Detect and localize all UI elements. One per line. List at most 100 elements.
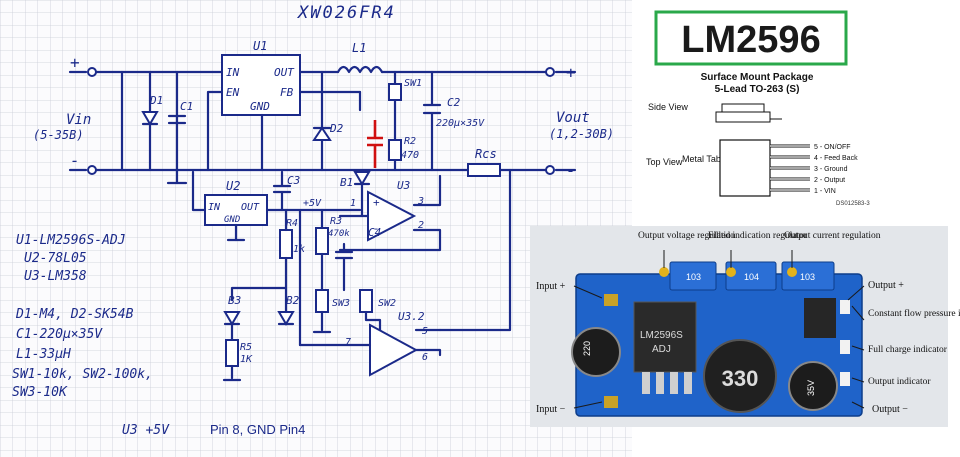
vout-range-label: (1,2-30B) — [549, 127, 614, 141]
pin-4-label: 4 - Feed Back — [814, 155, 858, 162]
metal-tab-label: Metal Tab GND — [682, 154, 744, 164]
vin-minus-sign: - — [70, 151, 80, 170]
package-title: Surface Mount Package — [701, 72, 814, 83]
part-number: LM2596 — [681, 19, 820, 61]
c4-label: C4 — [368, 226, 381, 239]
vin-plus-terminal — [87, 67, 97, 77]
c2-label: C2 — [447, 96, 461, 109]
r5-resistor-symbol — [225, 339, 239, 367]
vout-minus-terminal — [545, 165, 555, 175]
d1-label: D1 — [149, 94, 163, 107]
pin-5-label: 5 - ON/OFF — [814, 144, 851, 151]
r4-value: 1k — [293, 244, 305, 255]
note-c1: C1-220µ×35V — [16, 327, 103, 342]
u3-pin3: 3 — [417, 196, 424, 207]
footer-handwritten: U3 +5V — [122, 423, 170, 438]
note-l1: L1-33µH — [16, 347, 71, 362]
sw1-trimmer-symbol — [388, 83, 402, 101]
vin-range-label: (5-35B) — [33, 128, 84, 142]
c2-value: 220µ×35V — [436, 118, 485, 129]
l1-inductor-symbol — [336, 65, 384, 74]
inductor-text: 330 — [722, 366, 759, 391]
annot-output-voltage: Output voltage regulation — [638, 231, 736, 241]
u3-plus-pin: + — [373, 196, 380, 209]
pot-voltage-text: 103 — [686, 272, 701, 282]
top-view-label: Top View — [646, 157, 683, 167]
b1-label: B1 — [340, 176, 353, 189]
vout-plus-terminal — [545, 67, 555, 77]
pot-current-text: 103 — [800, 272, 815, 282]
r2-resistor-symbol — [388, 139, 402, 161]
u1-name: U1 — [253, 39, 267, 53]
d1-diode-symbol — [141, 111, 159, 126]
c3-label: C3 — [287, 174, 300, 187]
u32-pin6: 6 — [422, 352, 428, 363]
output-led — [840, 372, 850, 386]
datasheet-panel: LM2596 Surface Mount Package 5-Lead TO-2… — [632, 0, 960, 228]
note-sw3: SW3-10K — [12, 385, 68, 400]
pot-indication-text: 104 — [744, 272, 759, 282]
u2-pin-gnd: GND — [224, 215, 240, 225]
indication-pot-screw — [726, 267, 736, 277]
u2-name: U2 — [226, 179, 240, 193]
component-list: U1-LM2596S-ADJ U2-78L05 U3-LM358 D1-M4, … — [12, 233, 153, 400]
lm358-chip — [804, 298, 836, 338]
u3-name: U3 — [397, 179, 410, 192]
flow-indicator-led — [840, 300, 850, 314]
u1-pin-fb: FB — [280, 86, 294, 99]
u32-opamp-symbol — [369, 323, 419, 377]
u32-pin7: 7 — [345, 337, 351, 348]
annot-full-charge: Full charge indicator — [868, 345, 948, 355]
annot-output-indicator: Output indicator — [868, 377, 931, 387]
current-pot-screw — [787, 267, 797, 277]
footer-typed: Pin 8, GND Pin4 — [210, 422, 305, 437]
u2-pin-in: IN — [208, 202, 221, 213]
r5-value: 1K — [240, 354, 253, 365]
input-cap-text: 220 — [582, 341, 592, 356]
u1-regulator-block — [221, 54, 301, 116]
c1-label: C1 — [180, 100, 193, 113]
voltage-pot — [669, 261, 717, 291]
u1-pin-gnd: GND — [250, 100, 270, 113]
r3-value: 470k — [328, 229, 350, 239]
input-plus-pad — [604, 294, 618, 306]
annot-constant-flow: Constant flow pressure indicator — [868, 308, 960, 319]
u3-pin2: 2 — [418, 220, 424, 231]
d2-label: D2 — [329, 122, 344, 135]
l1-label: L1 — [352, 41, 366, 55]
note-u3: U3-LM358 — [24, 269, 87, 284]
sw2-trimmer-symbol — [359, 289, 373, 313]
datasheet-doc-id: DS012583-3 — [836, 201, 870, 207]
d2-diode-symbol — [312, 126, 332, 141]
u3-pin1: 1 — [350, 198, 356, 209]
top-view-package-shape — [719, 139, 771, 197]
b2-label: B2 — [286, 294, 300, 307]
package-subtitle: 5-Lead TO-263 (S) — [715, 84, 800, 95]
vout-minus-sign: - — [566, 161, 576, 180]
u32-pin5: 5 — [422, 326, 428, 337]
annot-output-minus: Output − — [872, 404, 908, 415]
chip-text-part: LM2596S — [640, 330, 683, 341]
note-u2: U2-78L05 — [24, 251, 87, 266]
u3-minus-pin: - — [373, 222, 380, 235]
rcs-resistor-symbol — [467, 163, 501, 177]
full-charge-led — [840, 340, 850, 354]
annot-input-plus: Input + — [536, 281, 566, 292]
r2-value: 470 — [401, 150, 419, 161]
annot-filled-indication: Filled indication regulator — [708, 231, 808, 241]
input-capacitor — [571, 327, 621, 377]
board-photo-panel: 103 104 103 220 35V LM2596S ADJ 330 Outp… — [530, 226, 960, 427]
indication-pot — [725, 261, 777, 291]
output-cap-text: 35V — [806, 380, 816, 396]
c1-capacitor-symbol — [167, 114, 187, 125]
chip-text-adj: ADJ — [652, 344, 671, 355]
pin-2-label: 2 - Output — [814, 177, 845, 184]
red-added-capacitor — [367, 120, 383, 168]
schematic-title: XW026FR4 — [296, 3, 396, 23]
annot-output-current: Output current regulation — [784, 231, 881, 241]
output-capacitor — [788, 361, 838, 411]
lm2596-chip — [633, 301, 697, 373]
side-view-label: Side View — [648, 102, 688, 112]
schematic-panel: XW026FR4 + - + - Vin (5-35B) Vout (1,2-3… — [0, 0, 632, 457]
